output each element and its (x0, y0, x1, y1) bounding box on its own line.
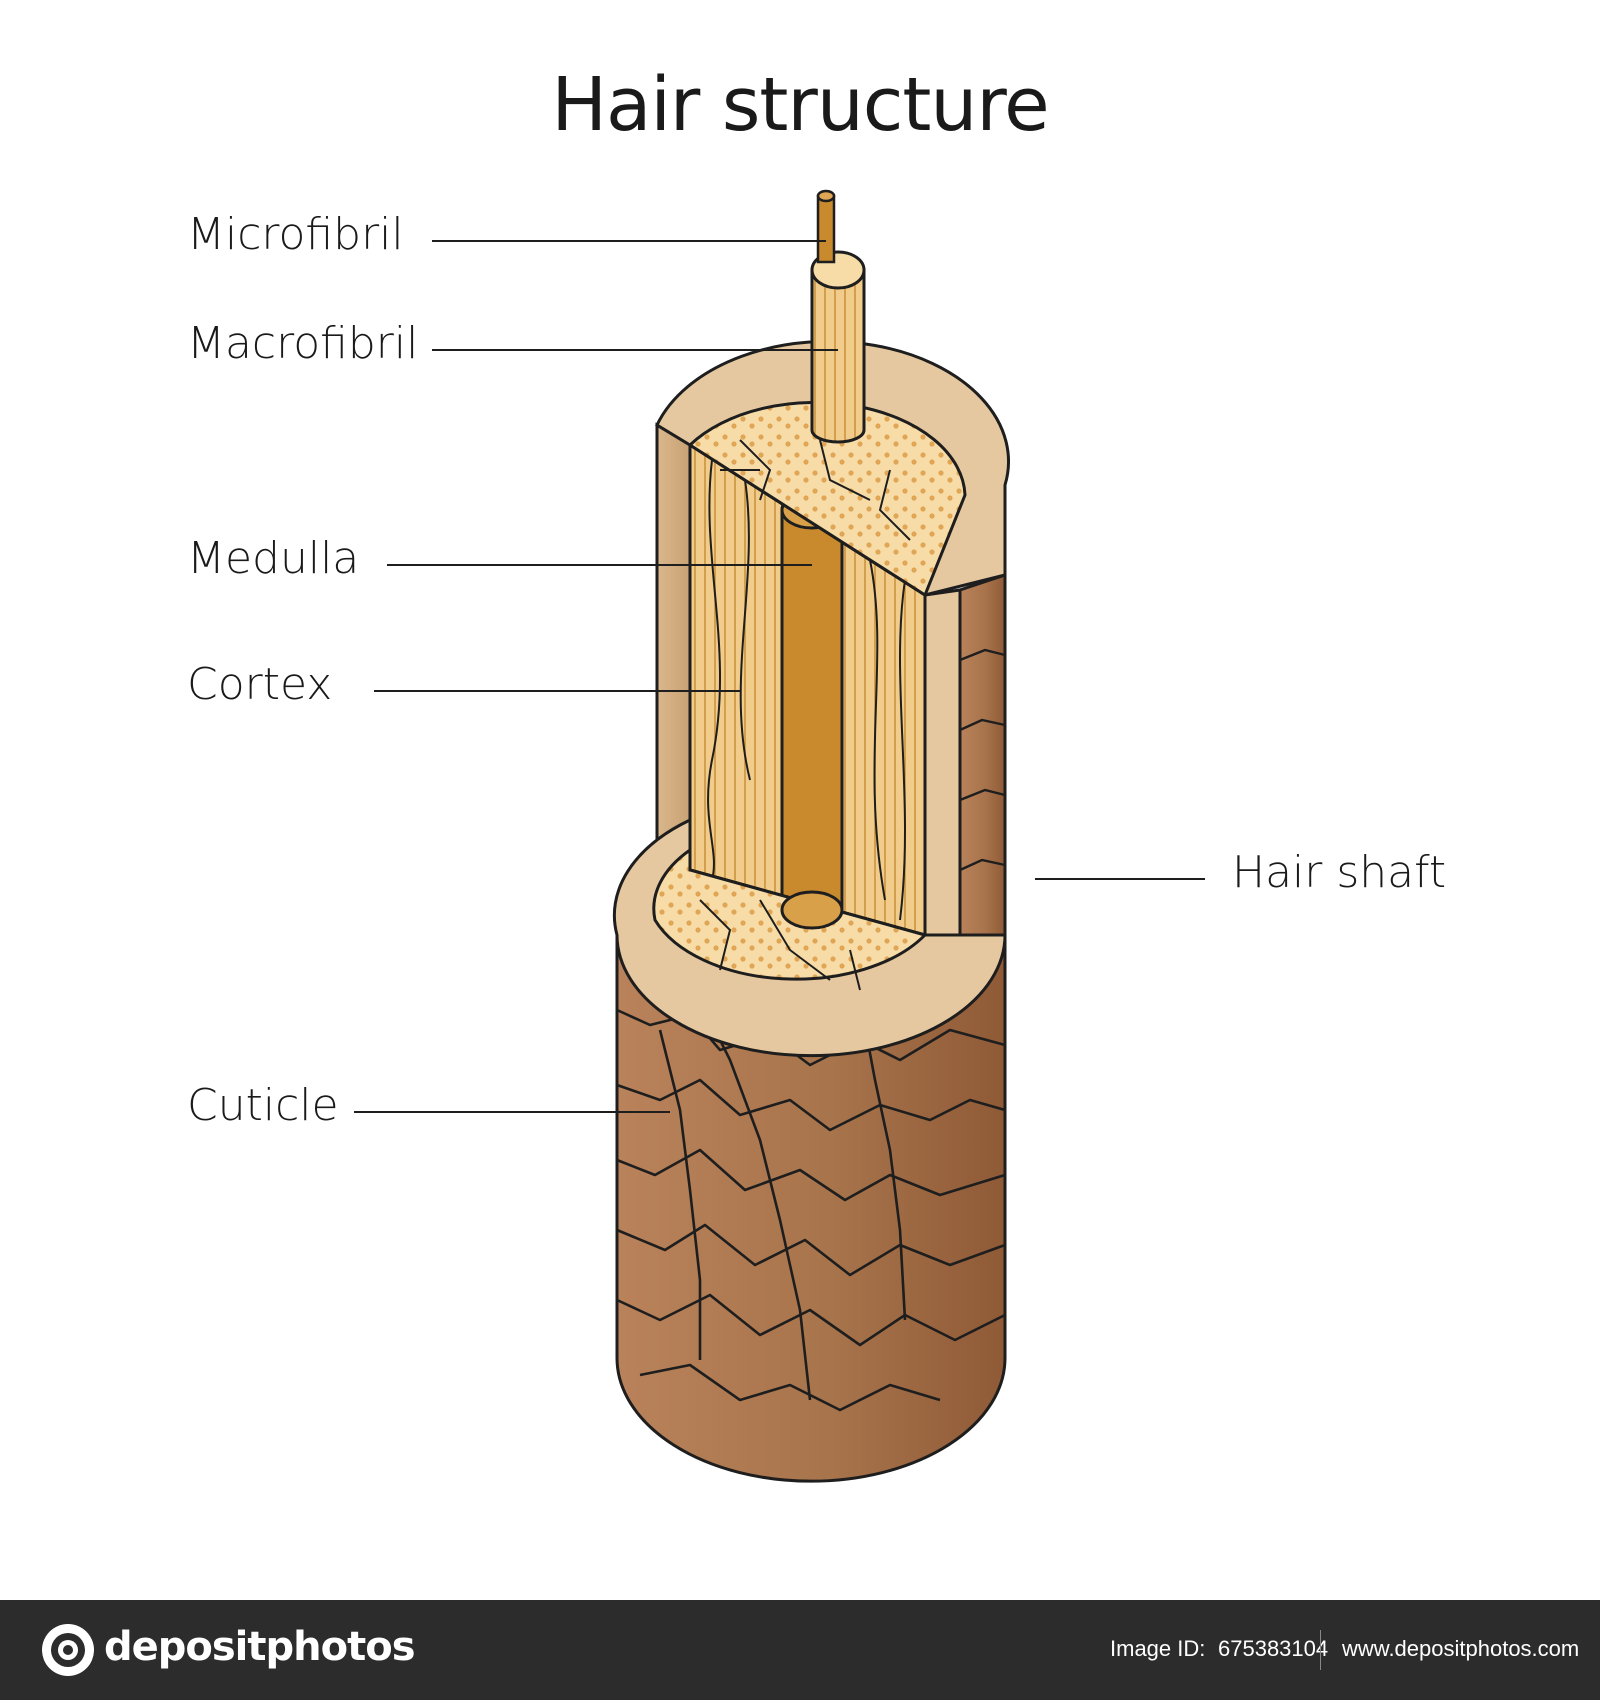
macrofibril-strand (810, 250, 866, 444)
footer-divider (1320, 1630, 1321, 1670)
upper-outer-ring-side (655, 422, 692, 853)
upper-cuticle-strip (958, 572, 1007, 937)
microfibril-strand (816, 189, 836, 264)
leader-lines (354, 240, 1205, 1113)
footer-bar: depositphotos Image ID: 675383104 www.de… (0, 1600, 1600, 1700)
image-id-label: Image ID: (1110, 1636, 1206, 1661)
upper-cross-section (655, 339, 1010, 598)
diagram-title: Hair structure (551, 62, 1049, 148)
label-cuticle: Cuticle (187, 1080, 339, 1131)
image-id-value: 675383104 (1218, 1636, 1329, 1661)
label-hair-shaft: Hair shaft (1232, 847, 1447, 898)
depositphotos-logo-icon (42, 1624, 94, 1676)
hair-structure-diagram (354, 189, 1205, 1483)
label-microfibril: Microfibril (187, 209, 404, 260)
medulla-core (780, 490, 844, 930)
lower-cross-section (612, 817, 1007, 1058)
cuticle-layer (615, 933, 1007, 1483)
label-cortex: Cortex (187, 659, 333, 710)
label-macrofibril: Macrofibril (187, 318, 419, 369)
footer-url: www.depositphotos.com (1342, 1636, 1580, 1661)
label-medulla: Medulla (187, 533, 360, 584)
brand-name: depositphotos (104, 1624, 416, 1670)
